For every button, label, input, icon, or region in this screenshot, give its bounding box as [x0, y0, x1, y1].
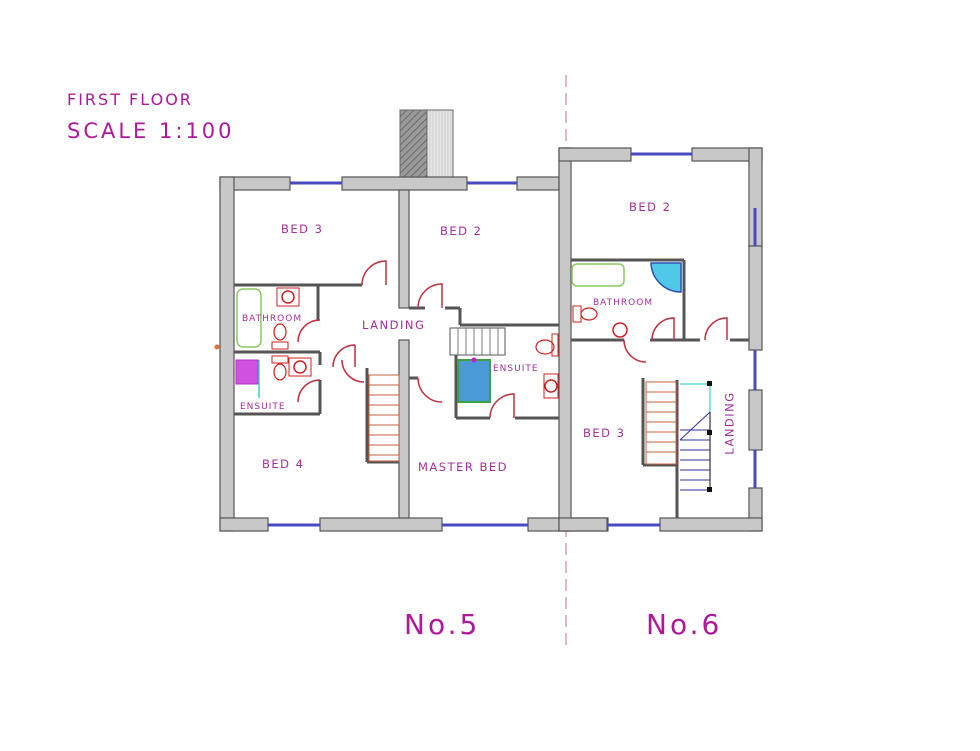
unit-label-no5: No.5	[404, 608, 481, 641]
room-label-no6-bed3: BED 3	[583, 426, 626, 440]
room-label-no5-master-bed: MASTER BED	[418, 460, 509, 474]
room-label-no5-ensuite-left: ENSUITE	[240, 402, 286, 412]
no5-sanitary	[235, 287, 559, 403]
no5-doors	[297, 260, 515, 419]
no5-stairs	[368, 327, 506, 462]
no6-partitions	[571, 258, 749, 518]
no5-windows	[268, 181, 528, 527]
scale-label: SCALE 1:100	[67, 119, 235, 143]
no6-stairs	[645, 381, 712, 492]
room-label-no6-landing: LANDING	[722, 391, 737, 455]
room-label-no6-bed2: BED 2	[629, 200, 672, 214]
room-label-no5-ensuite-right: ENSUITE	[493, 364, 539, 374]
room-label-no6-bathroom: BATHROOM	[593, 298, 654, 308]
room-label-no5-bathroom: BATHROOM	[242, 314, 303, 324]
room-label-no5-bed3: BED 3	[281, 222, 324, 236]
no6-doors	[623, 317, 728, 363]
no5-walls	[219, 147, 609, 532]
room-label-no5-landing: LANDING	[362, 318, 426, 332]
no5-partitions	[234, 283, 559, 464]
unit-label-no6: No.6	[646, 608, 723, 641]
chimney	[399, 109, 454, 179]
room-label-no5-bed2: BED 2	[440, 224, 483, 238]
no6-walls	[558, 147, 763, 532]
no6-windows	[607, 152, 757, 527]
floor-title: FIRST FLOOR	[67, 90, 193, 109]
room-label-no5-bed4: BED 4	[262, 457, 305, 471]
no6-sanitary	[571, 262, 682, 338]
